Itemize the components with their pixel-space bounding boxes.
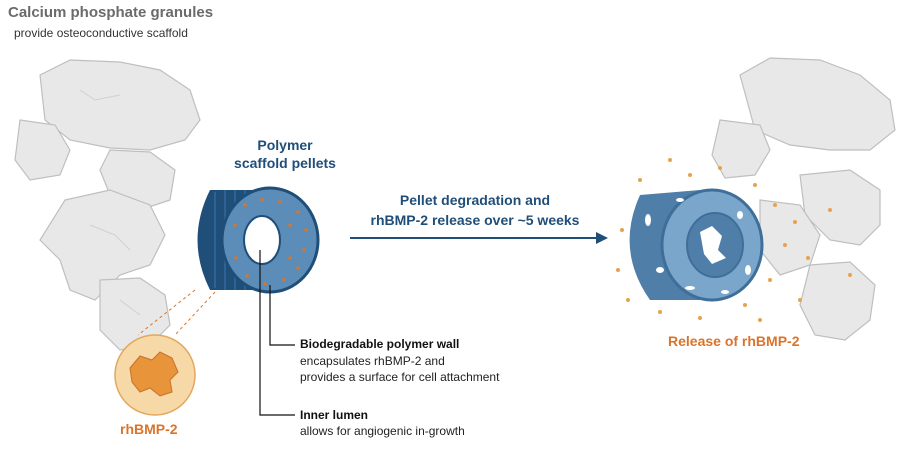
right-bone-granules — [711, 57, 896, 341]
arrow-label-line1: Pellet degradation and — [399, 192, 551, 208]
granules-title: Calcium phosphate granules — [8, 4, 214, 21]
wall-description: encapsulates rhBMP-2 and provides a surf… — [300, 353, 560, 385]
pellet-title: Polymer scaffold pellets — [230, 136, 340, 172]
wall-desc-line1: encapsulates rhBMP-2 and — [300, 354, 445, 368]
left-bone-texture — [79, 89, 141, 316]
lumen-description: allows for angiogenic in-growth — [300, 424, 465, 438]
arrow-label: Pellet degradation and rhBMP-2 release o… — [360, 190, 590, 230]
lumen-title: Inner lumen — [300, 408, 369, 422]
granules-subtitle: provide osteoconductive scaffold — [14, 26, 188, 40]
rhbmp-label: rhBMP-2 — [120, 421, 178, 437]
pellet-title-line2: scaffold pellets — [234, 155, 336, 171]
wall-title: Biodegradable polymer wall — [300, 337, 460, 351]
release-label: Release of rhBMP-2 — [668, 333, 800, 349]
wall-desc-line2: provides a surface for cell attachment — [300, 370, 500, 384]
left-bone-granules — [14, 59, 201, 351]
released-particles — [616, 158, 852, 322]
leader-lines — [259, 250, 295, 416]
pellet-title-line1: Polymer — [257, 137, 313, 153]
protein-callout — [114, 289, 216, 416]
arrow-label-line2: rhBMP-2 release over ~5 weeks — [370, 212, 580, 228]
degradation-arrow — [350, 232, 608, 244]
polymer-pellet — [197, 186, 320, 294]
degraded-pellet — [629, 188, 764, 302]
